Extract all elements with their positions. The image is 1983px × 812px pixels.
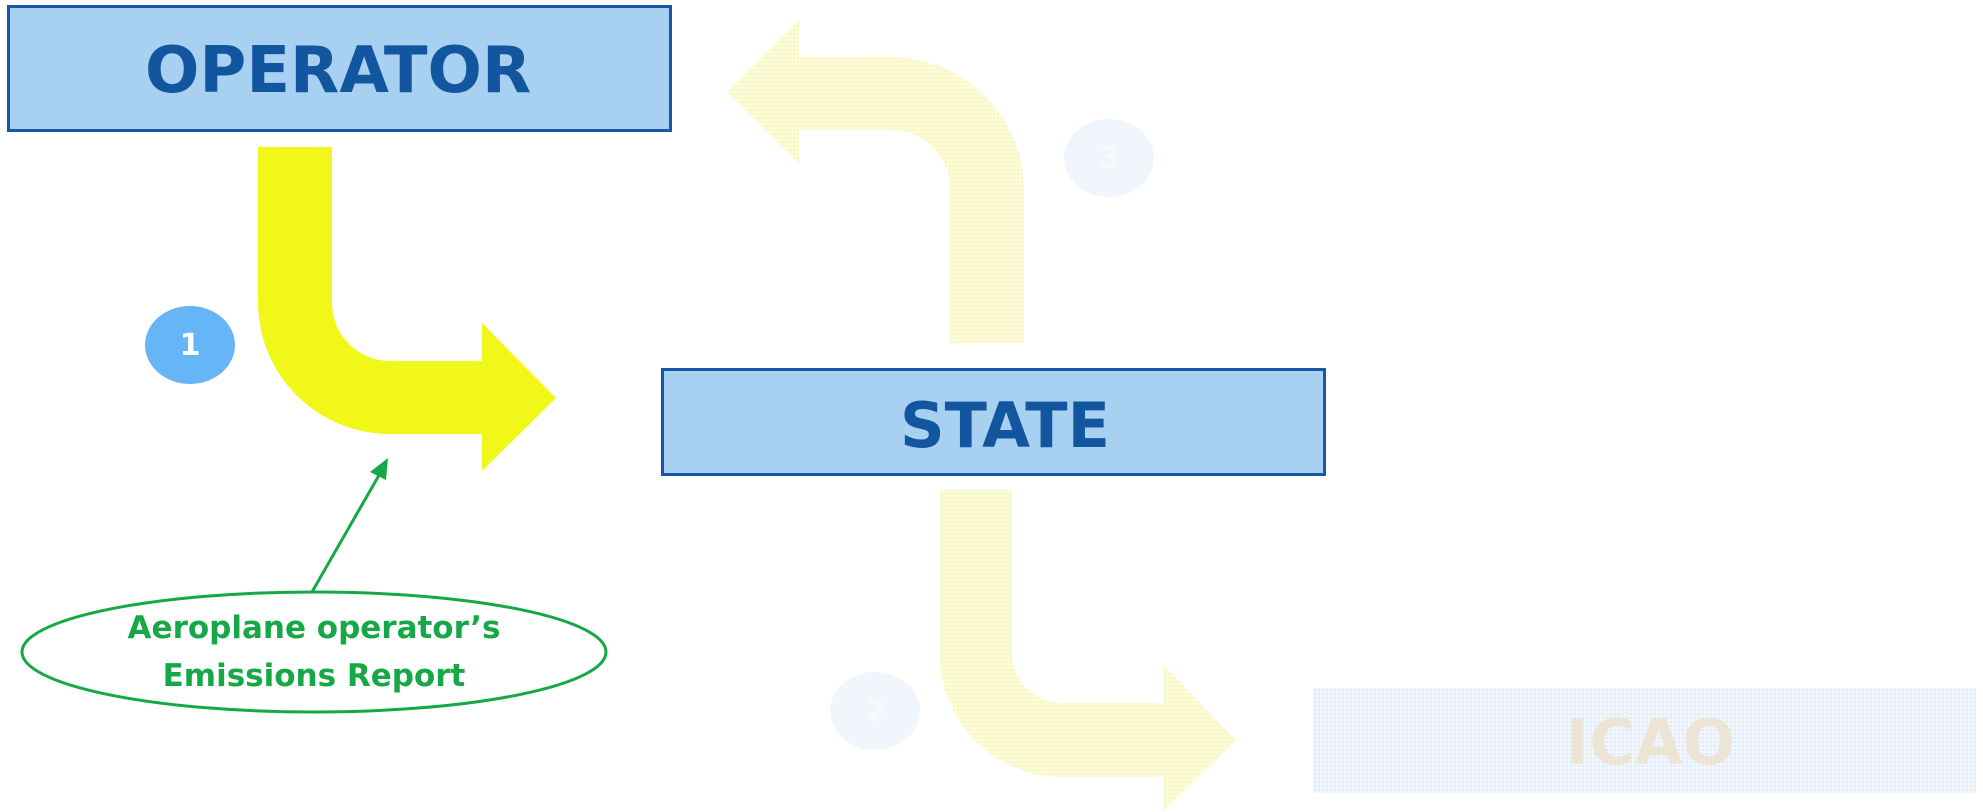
callout-line-2: Emissions Report [22, 652, 606, 700]
state-label: STATE [900, 389, 1110, 462]
step-badge-2: 2 [830, 672, 920, 750]
icao-label: ICAO [1566, 706, 1735, 779]
operator-box: OPERATOR [7, 5, 672, 132]
state-box: STATE [661, 368, 1326, 476]
emissions-report-callout: Aeroplane operator’s Emissions Report [22, 604, 606, 700]
arrow-state-to-operator [727, 20, 1024, 343]
operator-label: OPERATOR [145, 34, 531, 108]
icao-box: ICAO [1313, 688, 1976, 793]
callout-pointer [312, 458, 388, 592]
arrow-operator-to-state [258, 147, 556, 471]
step-badge-1: 1 [145, 306, 235, 384]
arrow-state-to-icao [940, 490, 1236, 812]
step-badge-3: 3 [1064, 119, 1154, 197]
callout-line-1: Aeroplane operator’s [22, 604, 606, 652]
